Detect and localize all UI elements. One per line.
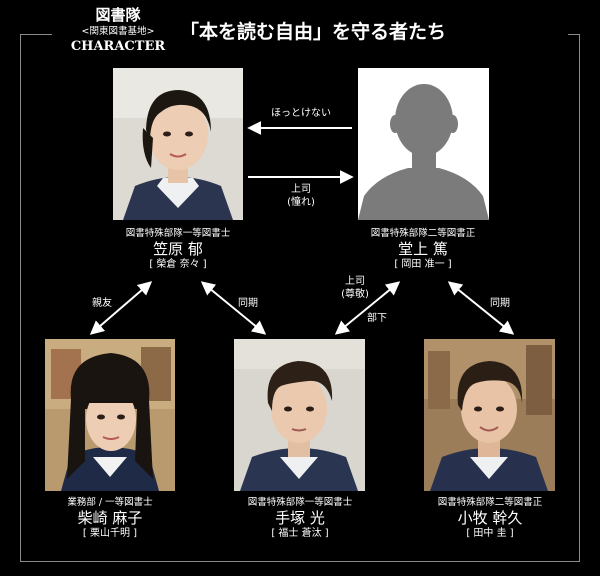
header-badge: 図書隊 <関東図書基地> CHARACTER bbox=[62, 6, 174, 55]
dojo-actor: [ 岡田 准一 ] bbox=[394, 259, 452, 270]
label-dojo-komaki: 同期 bbox=[490, 298, 510, 309]
kasahara-role: 図書特殊部隊一等図書士 bbox=[125, 228, 231, 239]
tezuka-actor: [ 福士 蒼汰 ] bbox=[271, 528, 329, 539]
dojo-caption: 図書特殊部隊二等図書正 堂上 篤 [ 岡田 准一 ] bbox=[348, 227, 498, 272]
shibasaki-role: 業務部 / 一等図書士 bbox=[67, 497, 153, 508]
label-kasahara-tezuka: 同期 bbox=[238, 298, 258, 309]
unit-label: 図書隊 bbox=[95, 6, 141, 24]
section-label: CHARACTER bbox=[70, 39, 166, 54]
label-kasahara-to-dojo-line2: (憧れ) bbox=[287, 197, 315, 208]
tezuka-role: 図書特殊部隊一等図書士 bbox=[247, 497, 353, 508]
label-kasahara-to-dojo: 上司 (憧れ) bbox=[276, 183, 326, 209]
arrow-dojo-tezuka bbox=[334, 281, 401, 335]
dojo-name: 堂上 篤 bbox=[398, 240, 448, 258]
kasahara-caption: 図書特殊部隊一等図書士 笠原 郁 [ 榮倉 奈々 ] bbox=[103, 227, 253, 272]
label-dojo-to-kasahara: ほっとけない bbox=[271, 108, 331, 119]
label-dojo-to-tezuka: 部下 bbox=[367, 313, 387, 324]
label-tezuka-to-dojo-line1: 上司 bbox=[345, 276, 365, 287]
dojo-role: 図書特殊部隊二等図書正 bbox=[370, 228, 476, 239]
kasahara-name: 笠原 郁 bbox=[153, 240, 203, 258]
shibasaki-actor: [ 栗山千明 ] bbox=[82, 528, 138, 539]
tezuka-caption: 図書特殊部隊一等図書士 手塚 光 [ 福士 蒼汰 ] bbox=[225, 496, 375, 541]
arrow-kasahara-tezuka bbox=[200, 281, 267, 335]
page-title: 「本を読む自由」を守る者たち bbox=[180, 21, 447, 43]
shibasaki-caption: 業務部 / 一等図書士 柴崎 麻子 [ 栗山千明 ] bbox=[35, 496, 185, 541]
frame-gap-left bbox=[52, 28, 180, 42]
frame-gap-title bbox=[176, 28, 568, 42]
tezuka-photo bbox=[234, 339, 365, 491]
shibasaki-name: 柴崎 麻子 bbox=[77, 509, 143, 527]
label-tezuka-to-dojo-line2: (尊敬) bbox=[341, 289, 369, 300]
tezuka-name: 手塚 光 bbox=[275, 509, 325, 527]
arrow-dojo-komaki bbox=[447, 281, 515, 335]
label-kasahara-shibasaki: 親友 bbox=[92, 298, 112, 309]
komaki-name: 小牧 幹久 bbox=[457, 509, 523, 527]
komaki-photo bbox=[424, 339, 555, 491]
label-tezuka-to-dojo: 上司 (尊敬) bbox=[330, 275, 380, 301]
kasahara-actor: [ 榮倉 奈々 ] bbox=[149, 259, 207, 270]
komaki-actor: [ 田中 圭 ] bbox=[466, 528, 514, 539]
label-kasahara-to-dojo-line1: 上司 bbox=[291, 184, 311, 195]
komaki-caption: 図書特殊部隊二等図書正 小牧 幹久 [ 田中 圭 ] bbox=[415, 496, 565, 541]
kasahara-photo bbox=[113, 68, 243, 220]
shibasaki-photo bbox=[45, 339, 175, 491]
base-label: <関東図書基地> bbox=[81, 26, 155, 37]
komaki-role: 図書特殊部隊二等図書正 bbox=[437, 497, 543, 508]
arrow-kasahara-shibasaki bbox=[89, 281, 153, 335]
dojo-silhouette bbox=[358, 68, 489, 220]
